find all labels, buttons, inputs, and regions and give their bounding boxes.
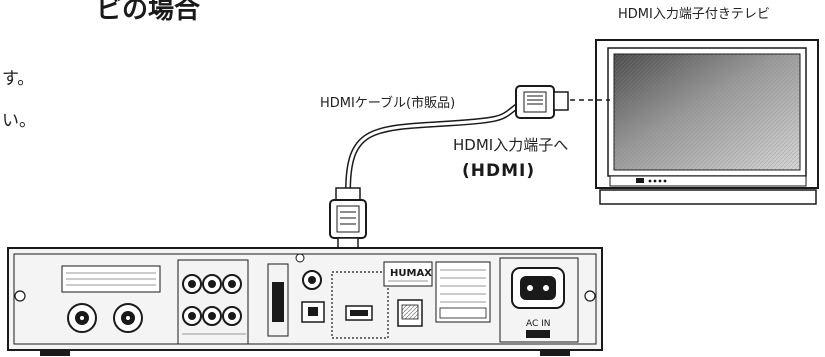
hdmi-input-label: HDMI入力端子へ	[453, 136, 568, 154]
body-text-line-1: す。	[2, 69, 34, 89]
body-text-line-2: い。	[2, 111, 36, 131]
hdmi-cable	[345, 99, 610, 193]
receiver-foot	[540, 350, 570, 356]
antenna-terminal-1	[67, 303, 97, 333]
av-jacks	[182, 274, 242, 326]
receiver-foot	[40, 350, 70, 356]
hdmi-plug-receiver-side	[329, 187, 367, 249]
hdmi-plug-tv-side	[515, 85, 569, 119]
tv-stand	[599, 189, 817, 205]
antenna-terminal-2	[113, 303, 143, 333]
screw-icon	[14, 290, 26, 302]
screw-icon	[584, 290, 596, 302]
brand-logo: HUMAX	[390, 268, 432, 279]
tv-label: HDMI入力端子付きテレビ	[618, 7, 770, 22]
television	[595, 39, 819, 205]
hdmi-port-highlight	[331, 271, 389, 339]
ac-in-label: AC IN	[526, 319, 551, 329]
hdmi-logo: (HDMI)	[462, 161, 535, 181]
section-heading: ビの場合	[96, 0, 201, 25]
expansion-port	[272, 282, 284, 322]
receiver-rear-panel: HUMAX AC IN	[7, 247, 603, 351]
cable-label: HDMIケーブル(市販品)	[320, 95, 455, 111]
